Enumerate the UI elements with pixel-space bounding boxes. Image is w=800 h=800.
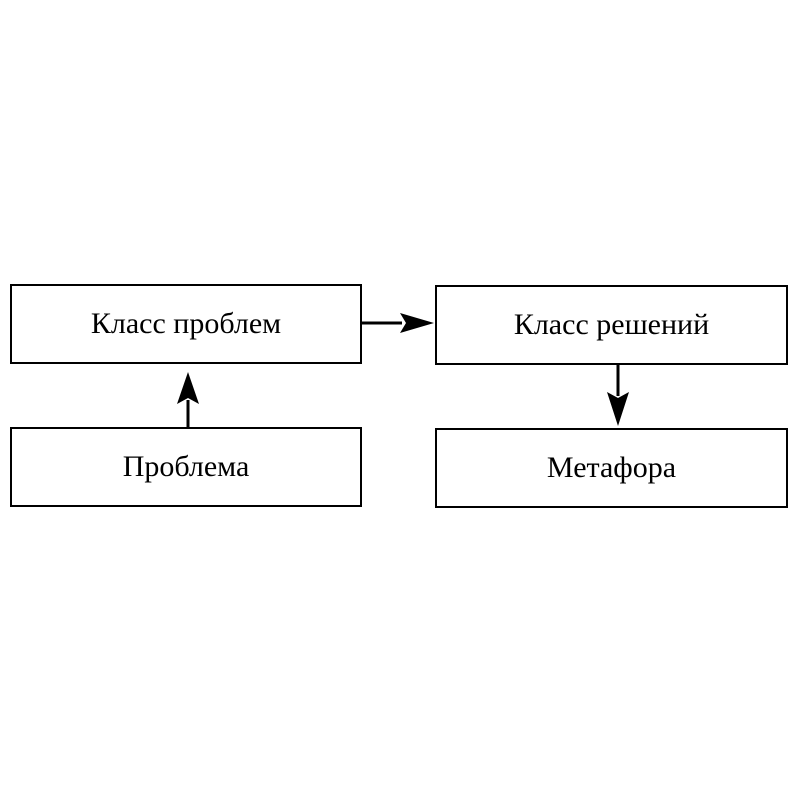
edge-class-problems-to-class-solutions [362, 313, 434, 333]
edge-problem-to-class-problems [177, 372, 199, 427]
node-class-solutions: Класс решений [435, 285, 788, 365]
edge-class-solutions-to-metaphor [607, 365, 629, 426]
node-problem-label: Проблема [122, 450, 250, 483]
node-problem: Проблема [10, 427, 362, 507]
node-class-solutions-label: Класс решений [513, 308, 710, 341]
node-class-problems-label: Класс проблем [90, 307, 282, 340]
node-metaphor-label: Метафора [546, 451, 677, 484]
node-class-problems: Класс проблем [10, 284, 362, 364]
node-metaphor: Метафора [435, 428, 788, 508]
